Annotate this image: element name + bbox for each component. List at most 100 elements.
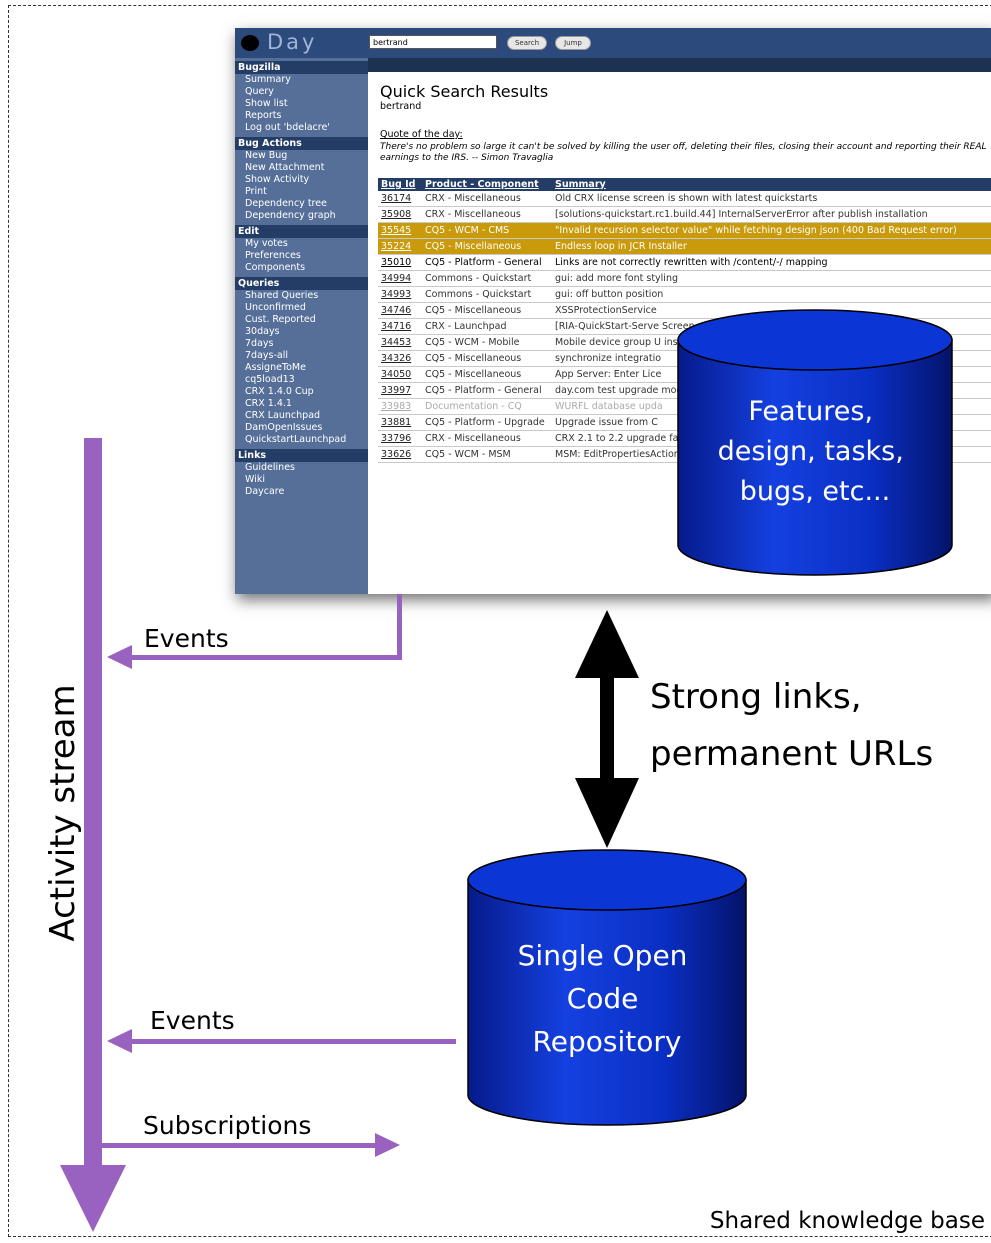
strong-links-label: Strong links, permanent URLs xyxy=(650,677,933,774)
sidebar-item[interactable]: CRX 1.4.1 xyxy=(245,398,292,409)
sidebar-item[interactable]: Guidelines xyxy=(245,462,295,473)
sidebar-item[interactable]: Print xyxy=(245,186,267,197)
sidebar-item[interactable]: 7days-all xyxy=(245,350,288,361)
product-cell: Documentation - CQ xyxy=(422,398,552,415)
sidebar-item[interactable]: QuickstartLaunchpad xyxy=(245,434,347,445)
sidebar-item[interactable]: 30days xyxy=(245,326,280,337)
bug-id-link[interactable]: 34716 xyxy=(378,318,422,335)
search-button[interactable]: Search xyxy=(507,36,547,50)
sidebar-item[interactable]: Shared Queries xyxy=(245,290,319,301)
product-cell: CQ5 - Platform - General xyxy=(422,254,552,271)
sidebar-section-title: Links xyxy=(235,449,368,462)
sidebar-item[interactable]: 7days xyxy=(245,338,274,349)
bug-id-link[interactable]: 33796 xyxy=(378,430,422,447)
product-cell: CRX - Miscellaneous xyxy=(422,191,552,207)
sidebar-item[interactable]: Daycare xyxy=(245,486,285,497)
sidebar-item[interactable]: New Attachment xyxy=(245,162,325,173)
bug-id-link[interactable]: 34050 xyxy=(378,366,422,383)
page-title: Quick Search Results xyxy=(380,82,549,101)
bug-id-link[interactable]: 35908 xyxy=(378,206,422,223)
product-cell: CQ5 - Miscellaneous xyxy=(422,350,552,367)
subscriptions-label: Subscriptions xyxy=(143,1111,311,1140)
col-summary[interactable]: Summary xyxy=(552,178,991,191)
bug-id-link[interactable]: 34994 xyxy=(378,270,422,287)
bug-id-link[interactable]: 33881 xyxy=(378,414,422,431)
sidebar-item[interactable]: Summary xyxy=(245,74,291,85)
bug-id-link[interactable]: 33997 xyxy=(378,382,422,399)
bug-id-link[interactable]: 34746 xyxy=(378,302,422,319)
sidebar-item[interactable]: Components xyxy=(245,262,306,273)
brand-name: Day xyxy=(267,30,318,54)
sidebar-item[interactable]: Query xyxy=(245,86,274,97)
jump-button[interactable]: Jump xyxy=(555,36,591,50)
sidebar-item[interactable]: Dependency graph xyxy=(245,210,336,221)
sidebar-item[interactable]: DamOpenIssues xyxy=(245,422,323,433)
product-cell: CQ5 - WCM - MSM xyxy=(422,446,552,463)
repo-line-1: Single Open xyxy=(518,939,688,972)
bug-id-link[interactable]: 34326 xyxy=(378,350,422,367)
activity-stream-label: Activity stream xyxy=(43,684,83,941)
sidebar-item[interactable]: CRX 1.4.0 Cup xyxy=(245,386,314,397)
col-bug-id[interactable]: Bug Id xyxy=(378,178,422,191)
product-cell: CQ5 - Miscellaneous xyxy=(422,302,552,319)
sidebar-item[interactable]: Unconfirmed xyxy=(245,302,306,313)
sidebar-item[interactable]: CRX Launchpad xyxy=(245,410,321,421)
sidebar-item[interactable]: Show Activity xyxy=(245,174,310,185)
summary-cell: "Invalid recursion selector value" while… xyxy=(552,222,991,239)
sidebar-section-title: Bug Actions xyxy=(235,137,368,150)
activity-stream-arrow xyxy=(60,438,126,1232)
shared-knowledge-frame xyxy=(8,5,991,1237)
sidebar-item[interactable]: Wiki xyxy=(245,474,265,485)
sidebar-item[interactable]: New Bug xyxy=(245,150,288,161)
sidebar-item[interactable]: Preferences xyxy=(245,250,301,261)
product-cell: Commons - Quickstart xyxy=(422,286,552,303)
sidebar-item[interactable]: My votes xyxy=(245,238,288,249)
features-line-1: Features, xyxy=(748,396,873,427)
bug-id-link[interactable]: 34993 xyxy=(378,286,422,303)
bugzilla-header: Day bertrand Search Jump xyxy=(235,28,991,58)
events-arrow-2 xyxy=(107,1029,456,1053)
bug-id-link[interactable]: 35224 xyxy=(378,238,422,255)
product-cell: CQ5 - Miscellaneous xyxy=(422,238,552,255)
shared-knowledge-label: Shared knowledge base xyxy=(710,1208,985,1234)
bug-id-link[interactable]: 33626 xyxy=(378,446,422,463)
features-line-3: bugs, etc... xyxy=(740,476,890,507)
links-line-1: Strong links, xyxy=(650,677,862,717)
sidebar-item[interactable]: Cust. Reported xyxy=(245,314,316,325)
bug-id-link[interactable]: 35010 xyxy=(378,254,422,271)
sidebar-section-title: Edit xyxy=(235,225,368,238)
bug-id-link[interactable]: 35545 xyxy=(378,222,422,239)
features-db-label: Features, design, tasks, bugs, etc... xyxy=(718,396,913,507)
bug-id-link[interactable]: 34453 xyxy=(378,334,422,351)
sidebar-item[interactable]: Log out 'bdelacre' xyxy=(245,122,330,133)
product-cell: CRX - Launchpad xyxy=(422,318,552,335)
events-arrow-1 xyxy=(107,594,402,669)
summary-cell: [solutions-quickstart.rc1.build.44] Inte… xyxy=(552,206,991,223)
subscriptions-arrow xyxy=(102,1133,400,1157)
col-product-component[interactable]: Product - Component xyxy=(422,178,552,191)
summary-cell: gui: off button position xyxy=(552,286,991,303)
bug-id-link[interactable]: 36174 xyxy=(378,191,422,207)
sidebar-item[interactable]: cq5load13 xyxy=(245,374,295,385)
search-input[interactable]: bertrand xyxy=(369,35,497,49)
product-cell: CQ5 - Platform - Upgrade xyxy=(422,414,552,431)
day-logo-icon xyxy=(241,35,259,51)
sidebar-item[interactable]: Dependency tree xyxy=(245,198,327,209)
sidebar-item[interactable]: Reports xyxy=(245,110,282,121)
sidebar-item[interactable]: Show list xyxy=(245,98,288,109)
summary-cell: Endless loop in JCR Installer xyxy=(552,238,991,255)
sidebar-item[interactable]: AssigneToMe xyxy=(245,362,306,373)
bug-id-link[interactable]: 33983 xyxy=(378,398,422,415)
sidebar-section-title: Bugzilla xyxy=(235,61,368,74)
quote-label[interactable]: Quote of the day: xyxy=(380,129,463,140)
product-cell: CQ5 - WCM - CMS xyxy=(422,222,552,239)
